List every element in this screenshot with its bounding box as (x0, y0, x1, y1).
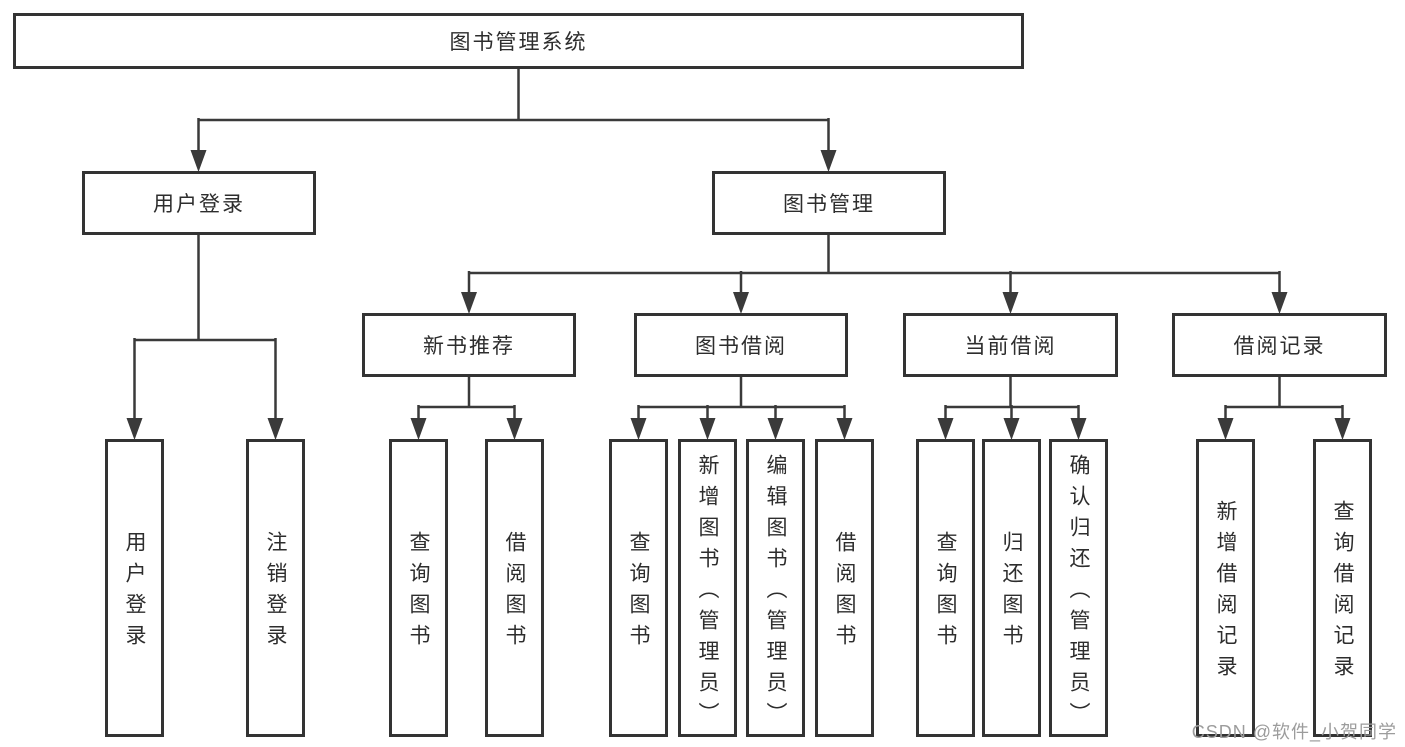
node-book-borrowing: 图书借阅 (634, 313, 848, 377)
leaf-query-borrow-record-label: 查询借阅记录 (1331, 500, 1354, 686)
leaf-query-books-recommend: 查询图书 (389, 439, 448, 737)
leaf-query-books-recommend-label: 查询图书 (407, 531, 430, 655)
leaf-add-borrow-record: 新增借阅记录 (1196, 439, 1255, 737)
node-book-management-label: 图书管理 (783, 193, 875, 216)
leaf-borrow-books-recommend-label: 借阅图书 (503, 531, 526, 655)
leaf-user-login-label: 用户登录 (123, 531, 146, 655)
leaf-return-books-label: 归还图书 (1000, 531, 1023, 655)
leaf-query-books-current: 查询图书 (916, 439, 975, 737)
node-borrow-records-label: 借阅记录 (1233, 335, 1326, 358)
leaf-borrow-books: 借阅图书 (815, 439, 874, 737)
leaf-query-books-borrowing-label: 查询图书 (627, 531, 650, 655)
leaf-return-books: 归还图书 (982, 439, 1041, 737)
leaf-confirm-return-admin-label: 确认归还（管理员） (1067, 453, 1090, 733)
node-user-login: 用户登录 (82, 171, 316, 235)
node-new-book-recommend: 新书推荐 (362, 313, 576, 377)
node-new-book-recommend-label: 新书推荐 (423, 335, 515, 358)
node-current-borrowing-label: 当前借阅 (964, 335, 1057, 358)
leaf-query-books-borrowing: 查询图书 (609, 439, 668, 737)
leaf-borrow-books-recommend: 借阅图书 (485, 439, 544, 737)
node-book-management: 图书管理 (712, 171, 946, 235)
leaf-query-borrow-record: 查询借阅记录 (1313, 439, 1372, 737)
leaf-logout-label: 注销登录 (264, 531, 287, 655)
leaf-borrow-books-label: 借阅图书 (833, 531, 856, 655)
leaf-edit-books-admin: 编辑图书（管理员） (746, 439, 805, 737)
node-library-system-label: 图书管理系统 (449, 31, 588, 54)
leaf-add-books-admin-label: 新增图书（管理员） (696, 453, 719, 733)
node-user-login-label: 用户登录 (153, 193, 245, 216)
leaf-query-books-current-label: 查询图书 (934, 531, 957, 655)
leaf-logout: 注销登录 (246, 439, 305, 737)
leaf-confirm-return-admin: 确认归还（管理员） (1049, 439, 1108, 737)
csdn-watermark: CSDN @软件_小贺同学 (1191, 722, 1397, 742)
leaf-add-books-admin: 新增图书（管理员） (678, 439, 737, 737)
leaf-add-borrow-record-label: 新增借阅记录 (1214, 500, 1237, 686)
node-book-borrowing-label: 图书借阅 (695, 335, 787, 358)
node-library-system: 图书管理系统 (13, 13, 1024, 69)
leaf-edit-books-admin-label: 编辑图书（管理员） (764, 453, 787, 733)
node-borrow-records: 借阅记录 (1172, 313, 1387, 377)
leaf-user-login: 用户登录 (105, 439, 164, 737)
node-current-borrowing: 当前借阅 (903, 313, 1118, 377)
